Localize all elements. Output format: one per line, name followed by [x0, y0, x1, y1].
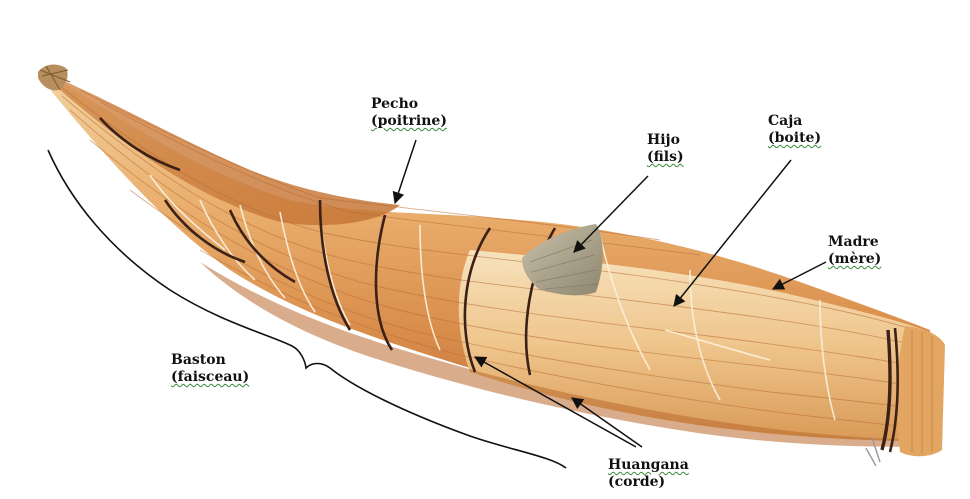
label-madre-fr: (mère)	[828, 251, 881, 268]
label-madre: Madre (mère)	[828, 234, 881, 268]
label-pecho-es: Pecho	[371, 96, 447, 113]
label-pecho: Pecho (poitrine)	[371, 96, 447, 130]
label-pecho-fr: (poitrine)	[371, 113, 447, 130]
label-baston-es: Baston	[171, 352, 249, 369]
label-huangana-fr: (corde)	[608, 474, 689, 491]
label-huangana: Huangana (corde)	[608, 457, 689, 491]
label-huangana-es: Huangana	[608, 457, 689, 474]
label-baston: Baston (faisceau)	[171, 352, 249, 386]
label-madre-es: Madre	[828, 234, 881, 251]
pecho-arrow	[395, 140, 416, 203]
label-caja-fr: (boite)	[768, 130, 821, 147]
label-hijo-es: Hijo	[647, 132, 684, 149]
label-caja-es: Caja	[768, 113, 821, 130]
label-caja: Caja (boite)	[768, 113, 821, 147]
label-hijo: Hijo (fils)	[647, 132, 684, 166]
label-baston-fr: (faisceau)	[171, 369, 249, 386]
label-hijo-fr: (fils)	[647, 149, 684, 166]
